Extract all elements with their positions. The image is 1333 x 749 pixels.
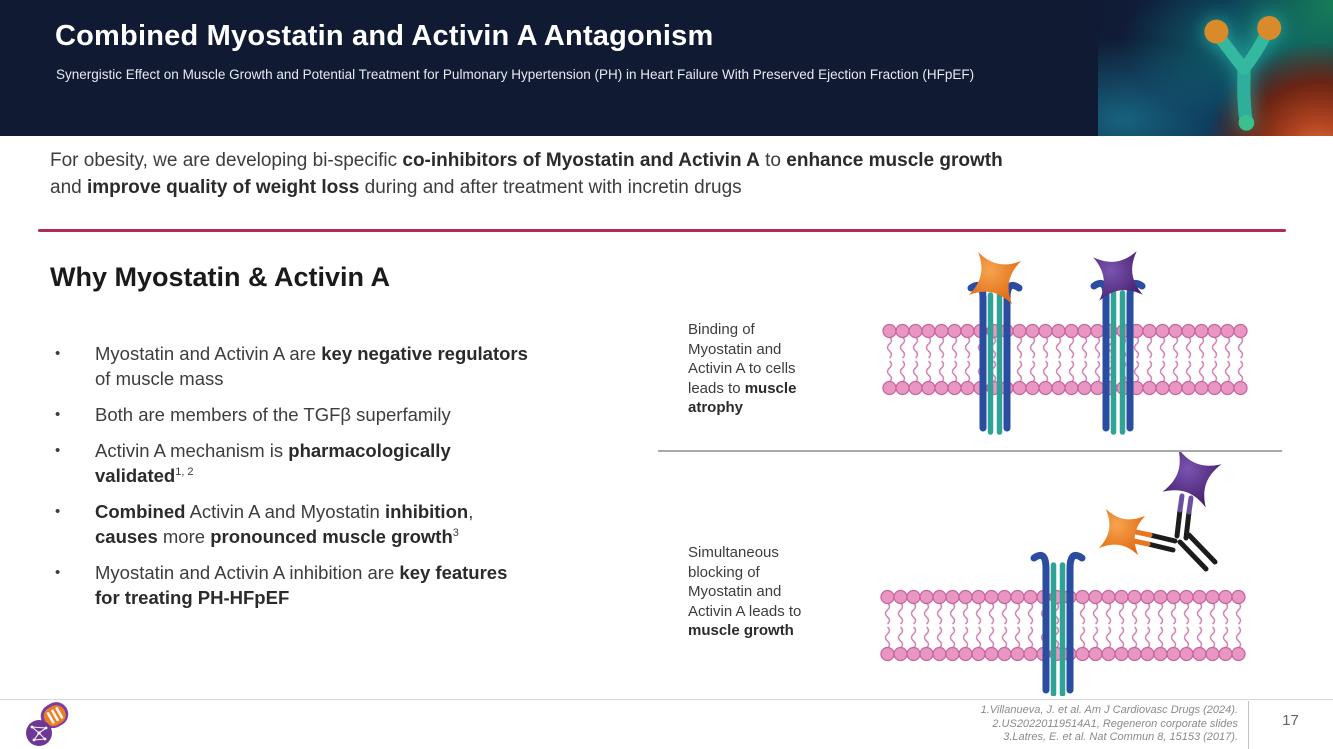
citation-line: 3.Latres, E. et al. Nat Commun 8, 15153 … <box>1003 731 1238 743</box>
membrane-diagram-binding <box>882 251 1248 435</box>
bullet-text: Myostatin and Activin A are key negative… <box>95 343 528 389</box>
antibody-artwork-image <box>1098 0 1333 136</box>
citation-line: 2.US20220119514A1, Regeneron corporate s… <box>992 717 1238 730</box>
slide-subtitle: Synergistic Effect on Muscle Growth and … <box>56 67 975 82</box>
bullet-item: • Myostatin and Activin A are key negativ… <box>55 341 533 391</box>
bullet-text: Myostatin and Activin A inhibition are k… <box>95 562 508 608</box>
bullet-text: Combined Activin A and Myostatin inhibit… <box>95 501 474 547</box>
bullet-marker-icon: • <box>55 564 61 581</box>
bullet-item: • Myostatin and Activin A inhibition are … <box>55 560 533 610</box>
membrane-diagram-blocking <box>880 452 1246 696</box>
diagram-divider <box>658 450 1282 452</box>
intro-line-2: and improve quality of weight loss durin… <box>50 177 742 198</box>
footer-divider <box>0 699 1333 700</box>
bullet-list: • Myostatin and Activin A are key negativ… <box>55 341 533 610</box>
citation-list: 1.Villanueva, J. et al. Am J Cardiovasc … <box>981 704 1238 745</box>
bullet-text: Activin A mechanism is pharmacologically… <box>95 440 451 486</box>
company-logo <box>26 702 69 746</box>
slide-header: Combined Myostatin and Activin A Antagon… <box>0 0 1333 136</box>
bullet-marker-icon: • <box>55 442 61 459</box>
page-number: 17 <box>1282 712 1299 729</box>
bullet-text: Both are members of the TGFβ superfamily <box>95 404 451 425</box>
diagram-label-growth: Simultaneous blocking of Myostatin and A… <box>688 544 802 639</box>
page-number-divider <box>1248 701 1249 749</box>
accent-divider <box>38 229 1286 232</box>
bullet-item: • Both are members of the TGFβ superfamil… <box>55 402 533 427</box>
bullet-marker-icon: • <box>55 345 61 362</box>
bullet-item: • Activin A mechanism is pharmacologicall… <box>55 438 533 488</box>
citation-line: 1.Villanueva, J. et al. Am J Cardiovasc … <box>980 704 1238 716</box>
slide-title: Combined Myostatin and Activin A Antagon… <box>55 20 714 52</box>
bullet-item: • Combined Activin A and Myostatin inhibi… <box>55 499 533 549</box>
intro-line-1: For obesity, we are developing bi-specif… <box>50 150 1003 171</box>
bullet-marker-icon: • <box>55 406 61 423</box>
section-heading: Why Myostatin & Activin A <box>50 262 391 292</box>
diagram-label-atrophy: Binding of Myostatin and Activin A to ce… <box>688 321 797 416</box>
antibody-3d-icon <box>1204 16 1282 131</box>
bullet-marker-icon: • <box>55 503 61 520</box>
